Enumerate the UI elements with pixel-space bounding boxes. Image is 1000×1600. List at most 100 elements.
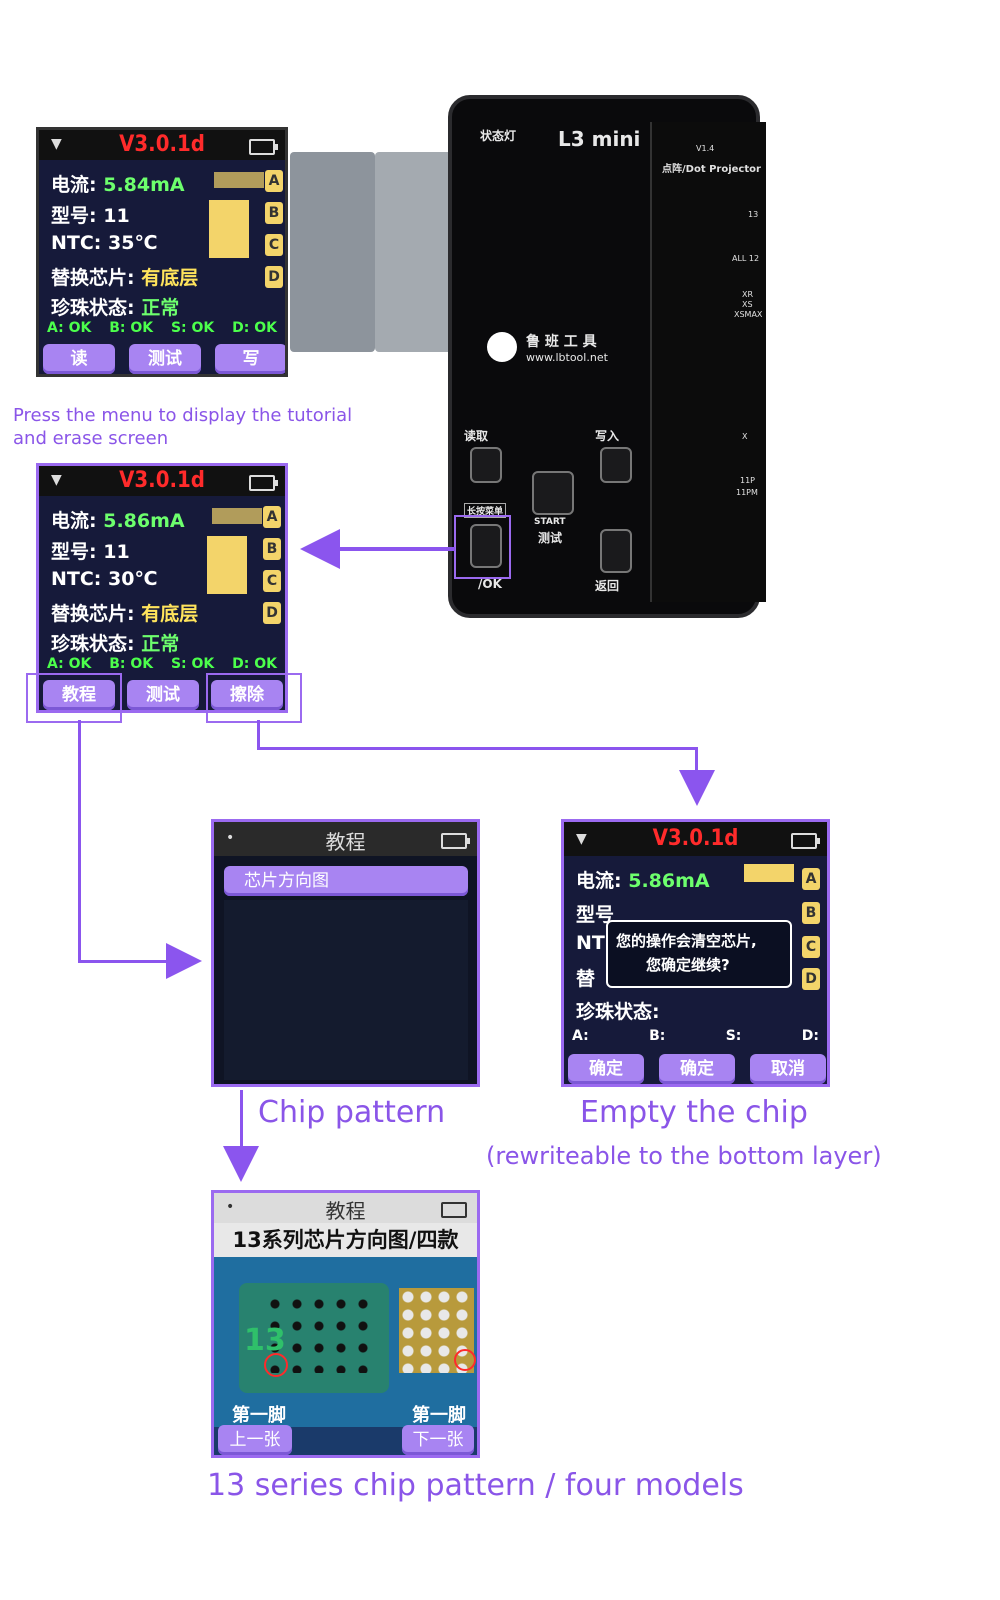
ntc-line-partial: NT bbox=[576, 932, 605, 954]
motion-blur-ghost bbox=[290, 152, 375, 352]
pad-d: D bbox=[263, 602, 281, 624]
menu-item-chip-pattern[interactable]: 芯片方向图 bbox=[224, 866, 468, 896]
pad-d: D bbox=[265, 266, 283, 288]
tutorial-highlight bbox=[26, 673, 122, 723]
confirm-button-2[interactable]: 确定 bbox=[659, 1054, 735, 1084]
current-line: 电流: 5.84mA bbox=[51, 174, 185, 196]
test-button[interactable]: 测试 bbox=[129, 344, 201, 374]
pad-a: A bbox=[265, 170, 283, 192]
pearl-status-line: 珍珠状态: 正常 bbox=[51, 297, 180, 319]
write-button[interactable]: 写 bbox=[215, 344, 285, 374]
status-light-label: 状态灯 bbox=[480, 129, 517, 143]
caption-chip-pattern: Chip pattern bbox=[258, 1095, 446, 1130]
motion-blur-ghost bbox=[375, 152, 460, 352]
pad-c: C bbox=[263, 570, 281, 592]
connector-line bbox=[340, 547, 455, 551]
screen-erase-confirm: ▼ V3.0.1d 电流: 5.86mA 型号 NT 替 珍珠状态: A B C… bbox=[561, 819, 830, 1087]
pad-b: B bbox=[802, 902, 820, 924]
screen-status-menu: ▼ V3.0.1d 电流: 5.86mA 型号: 11 NTC: 30℃ 替换芯… bbox=[36, 463, 288, 713]
start-label: START bbox=[534, 517, 566, 527]
dot-icon: • bbox=[226, 1199, 235, 1215]
pad-c: C bbox=[265, 234, 283, 256]
connector-line bbox=[257, 720, 260, 750]
dot-projector-board: V1.4 点阵/Dot Projector 13 ALL 12 XR XS XS… bbox=[650, 122, 766, 602]
confirm-button-1[interactable]: 确定 bbox=[568, 1054, 644, 1084]
test-button[interactable]: 测试 bbox=[127, 680, 199, 710]
status-bar: ▼ V3.0.1d bbox=[564, 822, 827, 856]
connector-line bbox=[257, 747, 697, 750]
firmware-version: V3.0.1d bbox=[119, 132, 205, 157]
pin-label-right: 第一脚 bbox=[412, 1405, 466, 1426]
battery-icon bbox=[249, 139, 278, 155]
title-bar: • 教程 bbox=[214, 822, 477, 856]
model-line: 型号: 11 bbox=[51, 205, 130, 227]
wifi-icon: ▼ bbox=[51, 136, 62, 152]
caption-tutorial-line2: and erase screen bbox=[13, 428, 169, 449]
replace-line-partial: 替 bbox=[576, 968, 596, 990]
battery-icon bbox=[249, 475, 278, 491]
connector-line bbox=[695, 747, 698, 771]
board-mark: 13 bbox=[244, 1323, 286, 1358]
pad-a: A bbox=[263, 506, 281, 528]
prev-button[interactable]: 上一张 bbox=[218, 1425, 292, 1455]
pad-c: C bbox=[802, 936, 820, 958]
firmware-version: V3.0.1d bbox=[652, 826, 739, 851]
screen-13-series-pattern: • 教程 13系列芯片方向图/四款 13 第一脚 第一脚 上一张 下一张 bbox=[211, 1190, 480, 1458]
write-label: 写入 bbox=[595, 429, 620, 443]
connector-line bbox=[78, 720, 81, 962]
pearl-status-line: 珍珠状态: 正常 bbox=[51, 633, 180, 655]
screen-background bbox=[224, 900, 468, 1080]
arrow-left-icon bbox=[300, 529, 340, 569]
erase-highlight bbox=[206, 673, 302, 723]
screen-tutorial-menu: • 教程 芯片方向图 bbox=[211, 819, 480, 1087]
dot-icon: • bbox=[226, 830, 235, 846]
chip-right-pads bbox=[399, 1288, 474, 1373]
ntc-line: NTC: 30℃ bbox=[51, 568, 158, 590]
brand-name: 鲁 班 工 具 bbox=[526, 334, 597, 350]
menu-button-highlight bbox=[454, 515, 511, 579]
chip-status-row: A:B:S:D: bbox=[572, 1028, 819, 1044]
connector-line bbox=[240, 1090, 243, 1148]
arrow-down-icon bbox=[223, 1146, 259, 1182]
tutorial-button[interactable]: 教程 bbox=[43, 680, 115, 710]
pad-b: B bbox=[263, 538, 281, 560]
caption-empty-chip: Empty the chip bbox=[580, 1095, 808, 1130]
pin-marker-left bbox=[264, 1353, 288, 1377]
device-menu-ok-button[interactable] bbox=[470, 524, 502, 568]
erase-button[interactable]: 擦除 bbox=[211, 680, 283, 710]
ntc-line: NTC: 35℃ bbox=[51, 232, 158, 254]
arrow-down-icon bbox=[679, 770, 715, 806]
replace-chip-line: 替换芯片: 有底层 bbox=[51, 267, 199, 289]
status-bar: ▼ V3.0.1d bbox=[39, 466, 285, 496]
current-line: 电流: 5.86mA bbox=[51, 510, 185, 532]
cancel-button[interactable]: 取消 bbox=[750, 1054, 826, 1084]
screen-status-initial: ▼ V3.0.1d 电流: 5.84mA 型号: 11 NTC: 35℃ 替换芯… bbox=[36, 127, 288, 377]
chip-diagram bbox=[209, 200, 249, 258]
pad-a: A bbox=[802, 868, 820, 890]
arrow-right-icon bbox=[166, 943, 202, 979]
battery-icon bbox=[441, 833, 470, 849]
battery-icon bbox=[791, 833, 820, 849]
next-button[interactable]: 下一张 bbox=[402, 1425, 474, 1455]
tutorial-title: 教程 bbox=[325, 830, 366, 854]
current-line: 电流: 5.86mA bbox=[576, 870, 710, 892]
device-write-button[interactable] bbox=[600, 447, 632, 483]
brand-url: www.lbtool.net bbox=[526, 351, 608, 364]
device-read-button[interactable] bbox=[470, 447, 502, 483]
device-back-button[interactable] bbox=[600, 529, 632, 573]
pad-b: B bbox=[265, 202, 283, 224]
gear-logo-icon bbox=[487, 332, 517, 362]
pin-label-left: 第一脚 bbox=[232, 1405, 286, 1426]
pattern-heading: 13系列芯片方向图/四款 bbox=[214, 1223, 477, 1257]
tutorial-title: 教程 bbox=[325, 1199, 366, 1223]
read-button[interactable]: 读 bbox=[43, 344, 115, 374]
wifi-icon: ▼ bbox=[576, 831, 587, 847]
pearl-status-line: 珍珠状态: bbox=[576, 1001, 660, 1023]
caption-empty-chip-sub: (rewriteable to the bottom layer) bbox=[486, 1142, 882, 1170]
long-press-label: 长按菜单 bbox=[464, 503, 507, 518]
replace-chip-line: 替换芯片: 有底层 bbox=[51, 603, 199, 625]
caption-tutorial-line1: Press the menu to display the tutorial bbox=[13, 405, 353, 426]
device-start-button[interactable] bbox=[532, 471, 574, 515]
device-model: L3 mini bbox=[558, 127, 641, 151]
pad-d: D bbox=[802, 968, 820, 990]
